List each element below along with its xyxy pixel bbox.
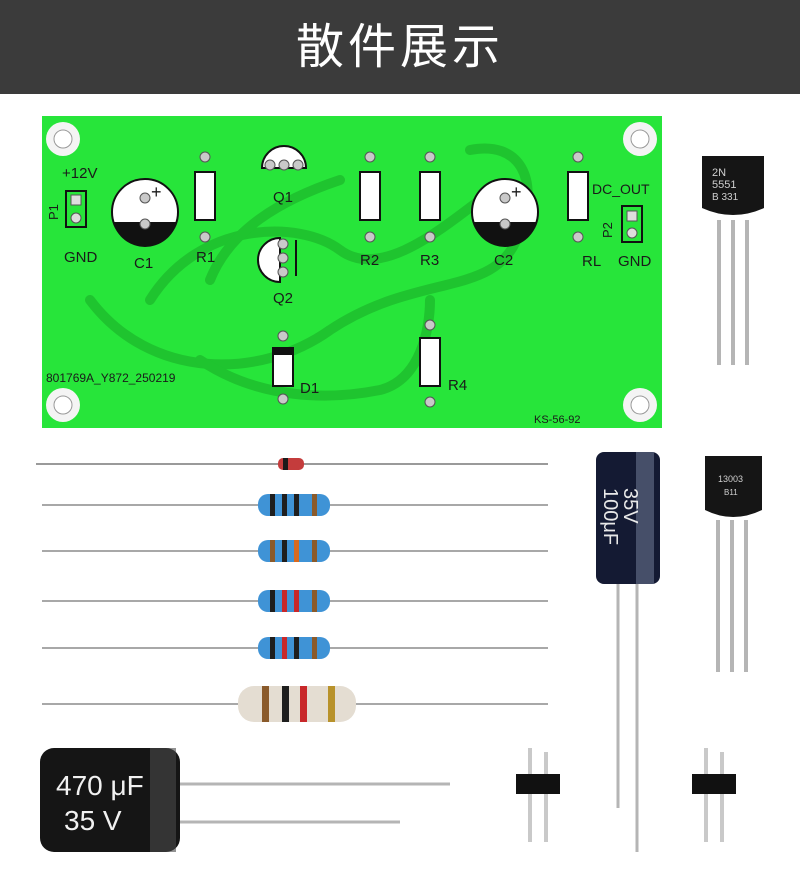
c1-plus-mark: + [151, 182, 162, 202]
page-title: 散件展示 [295, 19, 504, 75]
capacitor-small-line2: 35V [619, 488, 641, 524]
c2-plus-mark: + [511, 182, 522, 202]
label-r1: R1 [196, 249, 215, 266]
pcb-substrate [42, 116, 662, 428]
label-p1: P1 [46, 204, 61, 220]
resistor-4 [42, 637, 548, 659]
r2-footprint [359, 151, 381, 243]
board-code: KS-56-92 [534, 414, 580, 426]
label-c2: C2 [494, 252, 513, 269]
capacitor-small-line1: 100μF [599, 488, 621, 545]
label-gnd-right: GND [618, 253, 652, 270]
label-dc-out: DC_OUT [592, 181, 650, 197]
transistor-b-line1: 13003 [718, 474, 743, 484]
q2-footprint [257, 236, 297, 284]
label-p2: P2 [600, 222, 615, 238]
capacitor-470uf: 470 μF 35 V [40, 748, 450, 852]
d1-footprint [272, 330, 294, 405]
transistor-a-line3: B 331 [712, 192, 739, 203]
transistor-b-line2: B11 [724, 488, 738, 497]
transistor-13003: 13003 B11 [705, 456, 762, 672]
p1-header-footprint [65, 190, 87, 228]
capacitor-large-line2: 35 V [64, 805, 122, 836]
r4-footprint [419, 319, 441, 408]
label-c1: C1 [134, 255, 153, 272]
pin-header-2 [692, 748, 736, 842]
pcb-board: P1 +12V GND + C1 R1 Q1 [42, 116, 662, 428]
transistor-a-line1: 2N [712, 167, 726, 179]
capacitor-100uf: 100μF 35V [596, 452, 660, 852]
label-plus12v: +12V [62, 165, 97, 182]
mounting-holes [46, 122, 657, 422]
pcb-traces [85, 143, 533, 401]
capacitor-large-line1: 470 μF [56, 770, 144, 801]
label-r2: R2 [360, 252, 379, 269]
label-d1: D1 [300, 380, 319, 397]
p2-header-footprint [621, 205, 643, 243]
r1-footprint [194, 151, 216, 243]
label-gnd-left: GND [64, 249, 98, 266]
transistor-2n5551: 2N 5551 B 331 [702, 156, 764, 365]
c2-footprint [471, 178, 539, 247]
label-r3: R3 [420, 252, 439, 269]
header-bar: 散件展示 [0, 0, 800, 94]
transistor-a-line2: 5551 [712, 179, 736, 191]
product-photo: P1 +12V GND + C1 R1 Q1 [36, 116, 764, 852]
board-id: 801769A_Y872_250219 [46, 371, 176, 385]
diode [36, 458, 548, 470]
r3-footprint [419, 151, 441, 243]
resistor-2 [42, 540, 548, 562]
q1-footprint [260, 145, 308, 171]
resistor-1 [42, 494, 548, 516]
label-r4: R4 [448, 377, 467, 394]
resistor-power [42, 686, 548, 722]
label-q1: Q1 [273, 189, 293, 206]
label-rl: RL [582, 253, 601, 270]
resistor-3 [42, 590, 548, 612]
c1-footprint [111, 178, 179, 247]
label-q2: Q2 [273, 290, 293, 307]
pin-header-1 [516, 748, 560, 842]
rl-footprint [567, 151, 589, 243]
